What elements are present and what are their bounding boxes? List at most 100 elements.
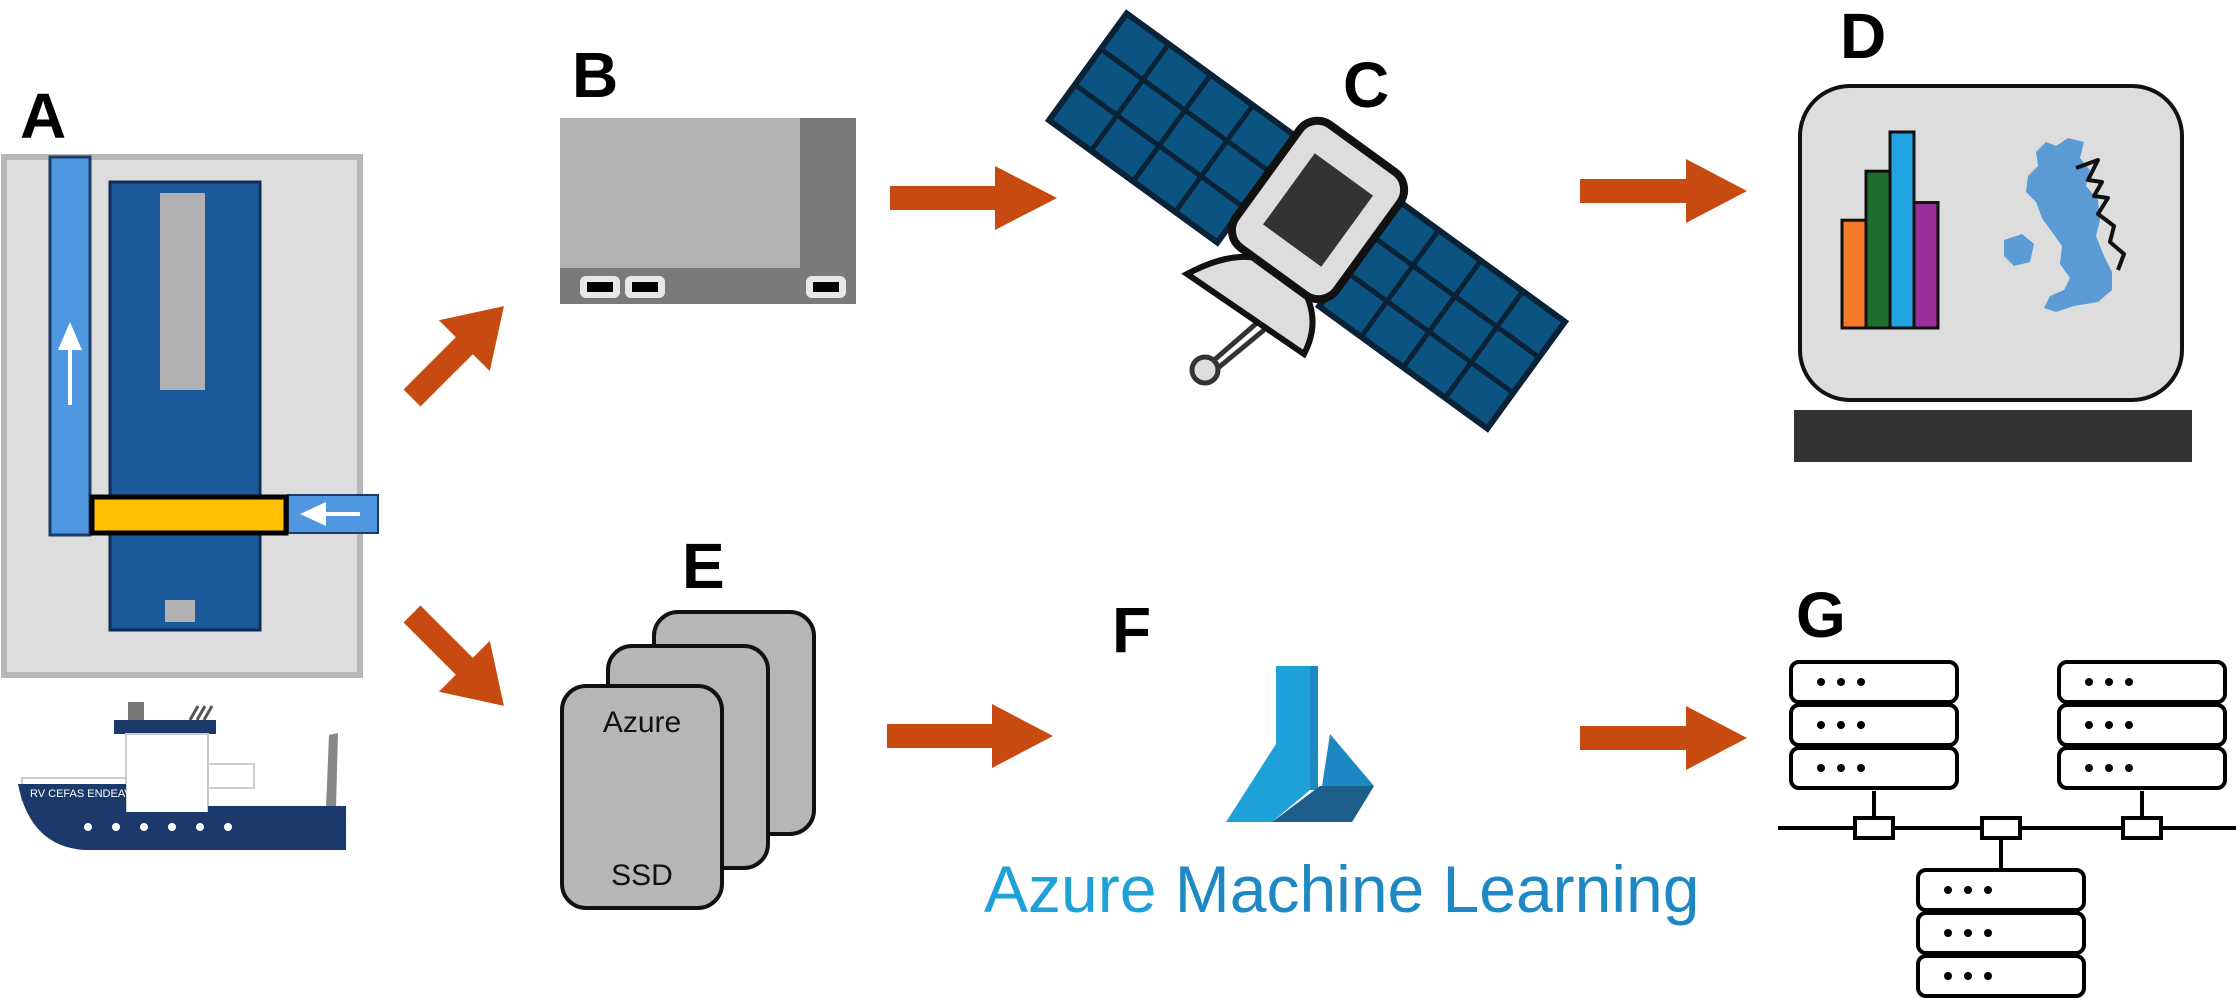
network-connector bbox=[1980, 816, 2022, 840]
ireland-shape bbox=[2004, 234, 2034, 266]
panel-label-c: C bbox=[1343, 49, 1389, 121]
ship-funnel bbox=[128, 702, 144, 722]
server-led bbox=[1857, 678, 1865, 686]
coastline-track bbox=[2075, 158, 2126, 271]
server-led bbox=[1984, 886, 1992, 894]
ship-hull bbox=[18, 784, 346, 850]
server-led bbox=[1964, 929, 1972, 937]
panel-c: C bbox=[1044, 9, 1570, 433]
server-led bbox=[1837, 721, 1845, 729]
uk-map-icon bbox=[2004, 138, 2126, 312]
ship-superstructure bbox=[125, 733, 209, 815]
arrow-a-to-e bbox=[403, 605, 504, 706]
arrow-a-to-b bbox=[403, 306, 504, 407]
arrows bbox=[403, 159, 1747, 770]
server-led bbox=[2125, 678, 2133, 686]
azure-word: Azure bbox=[984, 852, 1156, 926]
chart-bar bbox=[1888, 130, 1916, 330]
server-unit bbox=[2057, 660, 2227, 704]
logger-ports bbox=[580, 276, 846, 298]
machine-learning-words: Machine Learning bbox=[1156, 852, 1699, 926]
server-led bbox=[2085, 721, 2093, 729]
panel-label-f: F bbox=[1112, 594, 1151, 666]
server-stack-icon bbox=[1916, 868, 2086, 998]
server-led bbox=[1837, 678, 1845, 686]
server-led bbox=[1817, 678, 1825, 686]
server-led bbox=[2105, 764, 2113, 772]
ship-portholes bbox=[84, 823, 232, 831]
panel-e: E Azure SSD bbox=[560, 530, 816, 910]
panel-f: F Azure Machine Learning bbox=[984, 594, 1699, 926]
arrow-f-to-g bbox=[1580, 706, 1747, 770]
panel-label-a: A bbox=[20, 80, 66, 152]
server-unit bbox=[1916, 911, 2086, 955]
server-unit bbox=[1916, 868, 2086, 912]
bar-chart-icon bbox=[1840, 130, 1940, 330]
ship-crane bbox=[326, 733, 338, 808]
sample-cell bbox=[89, 494, 289, 536]
instrument-port bbox=[165, 600, 195, 622]
server-led bbox=[2105, 721, 2113, 729]
network-connector bbox=[2121, 816, 2163, 840]
server-led bbox=[1857, 721, 1865, 729]
server-led bbox=[1817, 764, 1825, 772]
server-led bbox=[2125, 721, 2133, 729]
ship-bridge bbox=[114, 720, 216, 734]
server-led bbox=[1944, 972, 1952, 980]
great-britain-shape bbox=[2026, 138, 2112, 312]
server-led bbox=[2125, 764, 2133, 772]
ssd-label-top: Azure bbox=[603, 706, 681, 739]
panel-a: A bbox=[1, 80, 379, 678]
satellite-body bbox=[1227, 116, 1409, 304]
server-led bbox=[1817, 721, 1825, 729]
panel-label-d: D bbox=[1840, 0, 1886, 72]
panel-label-b: B bbox=[572, 39, 618, 111]
server-led bbox=[1984, 929, 1992, 937]
panel-d: D bbox=[1794, 0, 2192, 462]
server-led bbox=[1944, 886, 1952, 894]
chart-bar bbox=[1864, 169, 1892, 330]
satellite-icon bbox=[1044, 9, 1570, 433]
display-stand bbox=[1794, 410, 2192, 462]
solar-panel-right bbox=[1314, 195, 1570, 433]
left-arrow-icon bbox=[300, 502, 360, 526]
chart-bar bbox=[1912, 201, 1940, 330]
server-stack-icon bbox=[2057, 660, 2227, 790]
server-led bbox=[1837, 764, 1845, 772]
arrow-b-to-c bbox=[890, 166, 1057, 230]
server-led bbox=[1984, 972, 1992, 980]
azure-ml-logo-icon bbox=[1226, 666, 1374, 822]
server-led bbox=[2105, 678, 2113, 686]
ssd-drive-front bbox=[560, 684, 724, 910]
server-unit bbox=[1789, 660, 1959, 704]
research-ship: RV CEFAS ENDEAVOUR bbox=[18, 702, 346, 850]
panel-g: G bbox=[1778, 579, 2236, 998]
azure-ml-wordmark: Azure Machine Learning bbox=[984, 852, 1699, 926]
panel-b: B bbox=[560, 39, 856, 304]
server-led bbox=[1964, 972, 1972, 980]
panel-label-g: G bbox=[1796, 579, 1846, 651]
server-unit bbox=[2057, 746, 2227, 790]
server-unit bbox=[1789, 746, 1959, 790]
network-connector bbox=[1853, 816, 1895, 840]
chart-bar bbox=[1840, 218, 1868, 330]
ssd-label-bottom: SSD bbox=[611, 859, 673, 892]
server-unit bbox=[1916, 954, 2086, 998]
server-led bbox=[1964, 886, 1972, 894]
arrow-c-to-d bbox=[1580, 159, 1747, 223]
panel-label-e: E bbox=[682, 530, 725, 602]
arrow-e-to-f bbox=[887, 704, 1053, 768]
server-led bbox=[2085, 678, 2093, 686]
server-led bbox=[1944, 929, 1952, 937]
server-led bbox=[1857, 764, 1865, 772]
solar-panel-left bbox=[1044, 9, 1300, 247]
server-unit bbox=[1789, 703, 1959, 747]
server-network-icon bbox=[1778, 660, 2236, 998]
server-stack-icon bbox=[1789, 660, 1959, 790]
server-led bbox=[2085, 764, 2093, 772]
server-unit bbox=[2057, 703, 2227, 747]
instrument-window bbox=[160, 193, 205, 390]
up-arrow-icon bbox=[58, 322, 82, 405]
